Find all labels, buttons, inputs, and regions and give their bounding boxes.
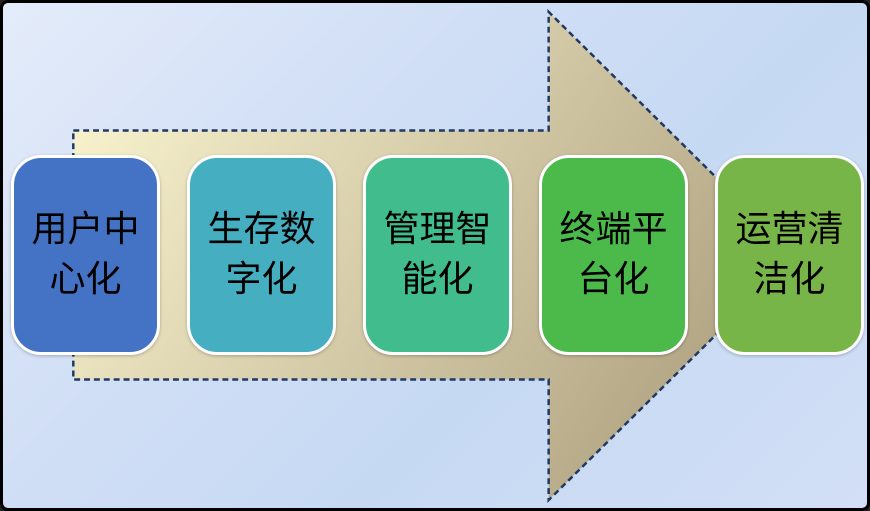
- step-label-line: 洁化: [753, 259, 826, 300]
- step-label-line: 心化: [49, 259, 122, 300]
- step-label-line: 台化: [577, 259, 650, 300]
- step-box-terminal-platform: 终端平 台化: [539, 155, 688, 355]
- step-box-user-centric: 用户中 心化: [11, 155, 160, 355]
- step-label-line: 管理智: [383, 209, 492, 250]
- step-label-line: 终端平: [559, 209, 668, 250]
- step-label-line: 运营清: [735, 209, 844, 250]
- step-label-line: 能化: [401, 259, 474, 300]
- step-box-management-intelligent: 管理智 能化: [363, 155, 512, 355]
- step-label-line: 字化: [225, 259, 298, 300]
- step-box-survival-digital: 生存数 字化: [187, 155, 336, 355]
- step-box-operation-clean: 运营清 洁化: [715, 155, 864, 355]
- step-label-line: 用户中: [31, 209, 140, 250]
- step-label-line: 生存数: [207, 209, 316, 250]
